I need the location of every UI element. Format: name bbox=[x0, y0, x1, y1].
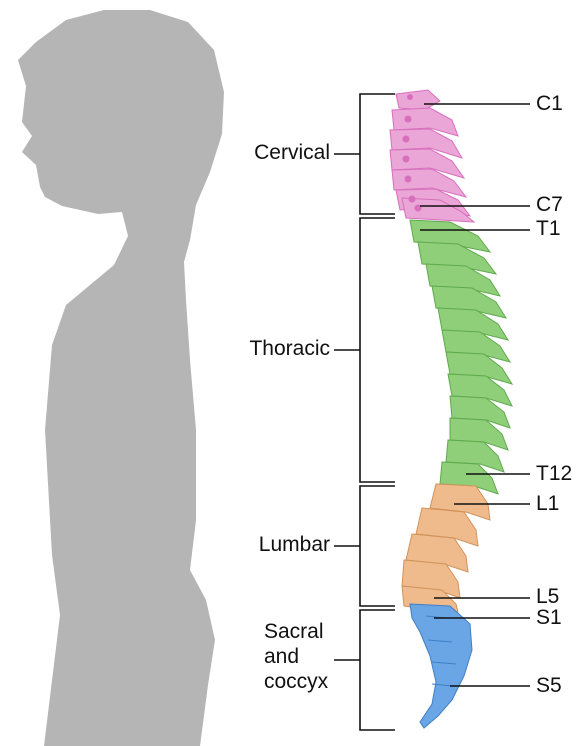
region-label-sacral-coccyx: Sacral and coccyx bbox=[264, 619, 340, 694]
cervical-bracket bbox=[360, 94, 395, 214]
vertebra-label-s1: S1 bbox=[536, 606, 562, 630]
region-label-line: and bbox=[264, 644, 340, 669]
sacral-bracket bbox=[360, 610, 395, 730]
thoracic-bracket bbox=[360, 218, 395, 482]
vertebra-c1 bbox=[396, 90, 440, 110]
region-brackets bbox=[360, 94, 395, 730]
sacrum-coccyx bbox=[410, 604, 472, 728]
region-leaders bbox=[334, 154, 360, 660]
region-label-lumbar: Lumbar bbox=[222, 533, 330, 557]
region-label-thoracic: Thoracic bbox=[222, 337, 330, 361]
vertebra-label-s5: S5 bbox=[536, 674, 562, 698]
region-label-line: Sacral bbox=[264, 619, 340, 644]
region-label-cervical: Cervical bbox=[222, 141, 330, 165]
cervical-vertebrae bbox=[390, 90, 474, 222]
vertebra-label-t1: T1 bbox=[536, 217, 561, 241]
region-label-line: coccyx bbox=[264, 669, 340, 694]
vertebra-label-c7: C7 bbox=[536, 193, 563, 217]
vertebra-label-c1: C1 bbox=[536, 92, 563, 116]
thoracic-vertebrae bbox=[410, 220, 512, 494]
lumbar-bracket bbox=[360, 486, 395, 606]
vertebra-label-t12: T12 bbox=[536, 462, 572, 486]
human-silhouette bbox=[18, 10, 224, 746]
vertebra-label-l1: L1 bbox=[536, 492, 559, 516]
